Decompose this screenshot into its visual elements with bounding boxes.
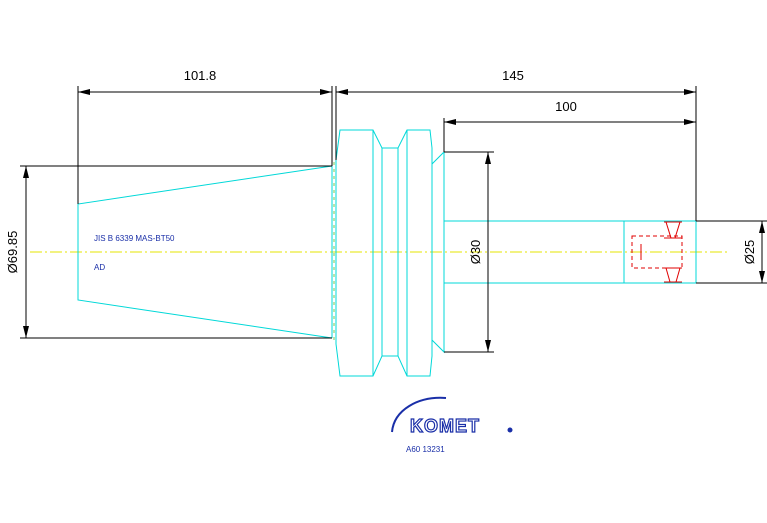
- dim-body-diameter: Ø30: [468, 240, 483, 265]
- dim-flange-diameter: Ø69.85: [5, 231, 20, 274]
- dim-shank-diameter: Ø25: [742, 240, 757, 265]
- logo-part-number: A60 13231: [406, 445, 445, 454]
- code-label: AD: [94, 263, 105, 272]
- logo-registered-mark: [507, 427, 513, 433]
- logo-brand: KOMET: [410, 416, 480, 436]
- hidden-bore-detail: [631, 221, 683, 283]
- dim-taper-length: 101.8: [184, 68, 217, 83]
- dimension-lines: [20, 86, 767, 353]
- logo-swoosh: [391, 396, 447, 433]
- tool-holder-outline: [77, 129, 697, 377]
- dim-shank-length: 100: [555, 99, 577, 114]
- komet-logo: KOMET A60 13231: [391, 396, 513, 454]
- dim-overall-length: 145: [502, 68, 524, 83]
- standard-label: JIS B 6339 MAS-BT50: [94, 234, 175, 243]
